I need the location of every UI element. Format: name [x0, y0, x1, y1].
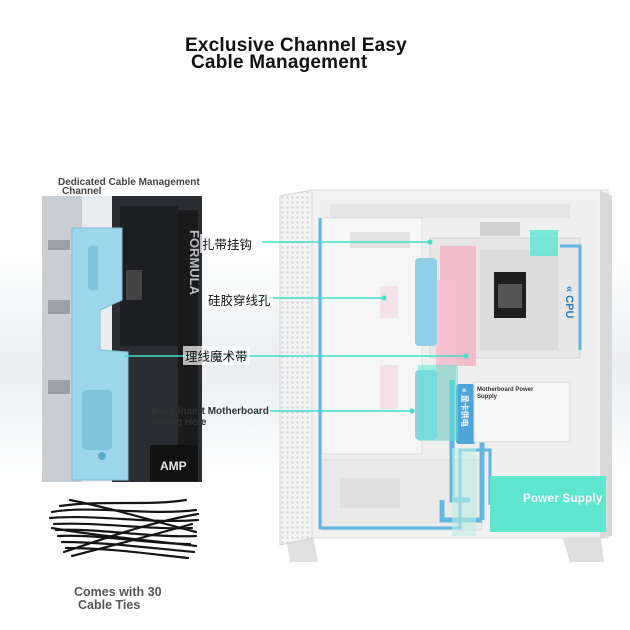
back-insert-line-1: Back Insert Motherboard [151, 406, 269, 417]
callout-tie-hook: 扎带挂钩 [200, 234, 255, 253]
motherboard-power-line-1: Motherboard Power [477, 387, 534, 393]
cpu-label: « CPU [563, 286, 575, 319]
power-supply-label: Power Supply [523, 493, 603, 505]
callout-dots [381, 239, 469, 414]
svg-text:AMP: AMP [160, 459, 187, 473]
callout-lines [124, 241, 466, 412]
title-line-2: Cable Management [191, 52, 368, 73]
power-supply-block [490, 476, 606, 532]
channel-label-line-1: Dedicated Cable Management [58, 177, 200, 188]
callout-velcro-strap: 理线魔术带 [183, 346, 250, 365]
inset-photo: FORMULA AMP [42, 196, 202, 483]
cable-ties-photo [42, 482, 202, 572]
callout-silicone-hole: 硅胶穿线孔 [206, 290, 273, 309]
title-line-1: Exclusive Channel Easy [185, 35, 407, 56]
ties-caption-line-1: Comes with 30 [74, 585, 162, 599]
gpu-power-tag: « 显卡供电 [460, 388, 469, 427]
channel-label-line-2: Channel [62, 186, 102, 197]
back-insert-line-2: Wiring Hole [151, 417, 207, 428]
svg-text:FORMULA: FORMULA [187, 230, 202, 296]
ties-caption-line-2: Cable Ties [78, 598, 141, 612]
motherboard-power-line-2: Supply [477, 394, 498, 400]
